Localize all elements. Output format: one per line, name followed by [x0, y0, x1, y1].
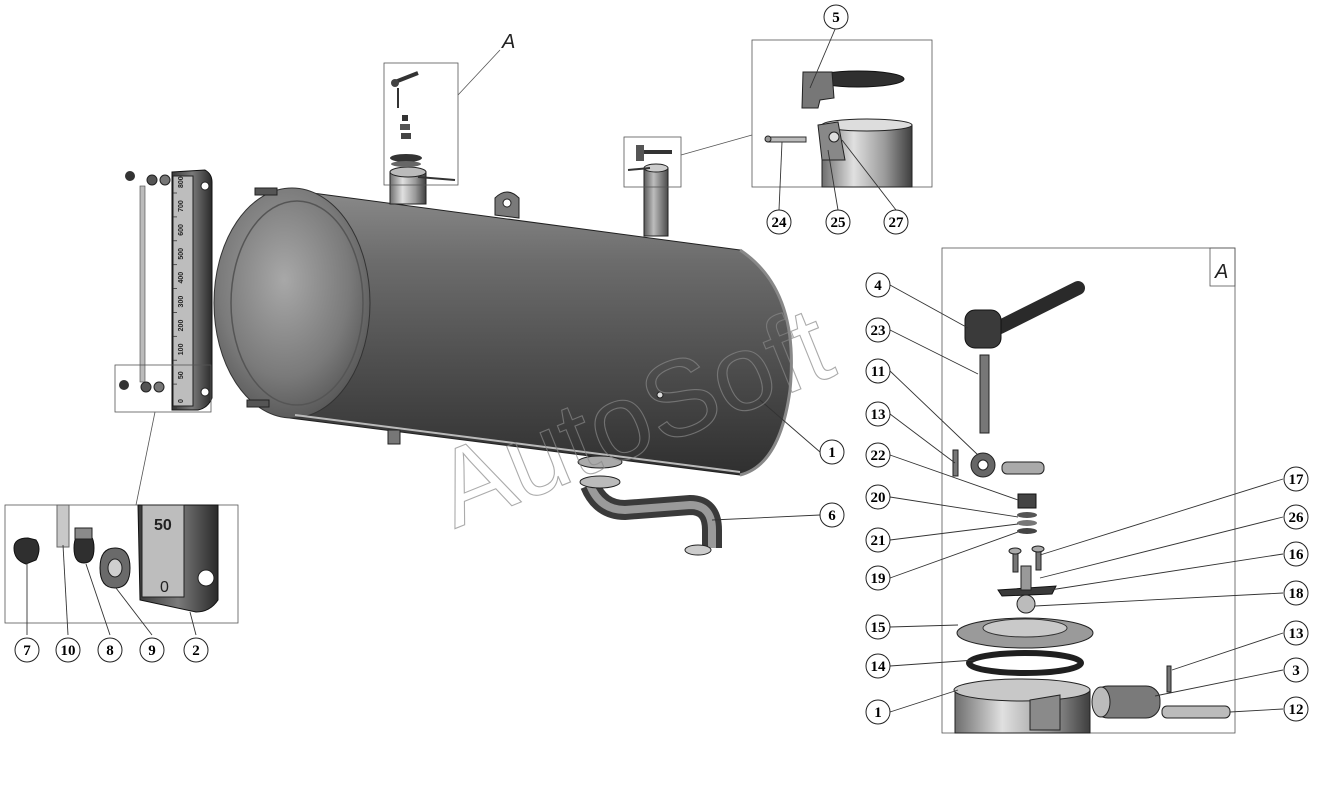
gauge-scale-label: 200 — [178, 320, 185, 332]
callout-22-label: 22 — [871, 448, 886, 464]
callout-2: 2 — [183, 637, 209, 663]
callout-6: 6 — [819, 502, 845, 528]
callout-4: 4 — [865, 272, 891, 298]
callout-1-detail: 1 — [865, 699, 891, 725]
outlet-pipe — [579, 475, 722, 556]
callout-23-label: 23 — [871, 323, 886, 339]
gauge-scale-label: 400 — [178, 272, 185, 284]
callout-13a: 13 — [865, 401, 891, 427]
callout-5: 5 — [823, 4, 849, 30]
gauge-scale-label: 100 — [178, 343, 185, 355]
callout-17-label: 17 — [1289, 472, 1305, 488]
callout-12-label: 12 — [1289, 702, 1304, 718]
callout-26-label: 26 — [1289, 510, 1305, 526]
callout-27: 27 — [883, 209, 909, 235]
view-letter-detail: A — [1214, 261, 1228, 283]
gauge-scale-label: 600 — [178, 224, 185, 236]
callout-14-label: 14 — [871, 659, 887, 675]
detail-a-box: A — [941, 247, 1236, 734]
callout-1-tank: 1 — [819, 439, 845, 465]
gauge-scale-label: 700 — [178, 200, 185, 212]
callout-19-label: 19 — [871, 571, 886, 587]
callout-21-label: 21 — [871, 533, 886, 549]
callout-5-label: 5 — [832, 10, 840, 26]
callout-24: 24 — [766, 209, 792, 235]
callout-25-label: 25 — [831, 215, 846, 231]
gauge-scale-label: 300 — [178, 296, 185, 308]
callout-11-label: 11 — [871, 364, 885, 380]
callout-19: 19 — [865, 565, 891, 591]
callout-1-tank-label: 1 — [828, 445, 836, 461]
gauge-scale-label: 0 — [178, 399, 185, 403]
callout-7: 7 — [14, 637, 40, 663]
callout-2-label: 2 — [192, 643, 200, 659]
callout-16-label: 16 — [1289, 547, 1305, 563]
callout-24-label: 24 — [772, 215, 788, 231]
callout-10: 10 — [55, 637, 81, 663]
callout-16: 16 — [1283, 541, 1309, 567]
callout-15: 15 — [865, 614, 891, 640]
callout-6-label: 6 — [828, 508, 836, 524]
callout-20: 20 — [865, 484, 891, 510]
view-letter-tank: A — [501, 31, 515, 53]
callout-12: 12 — [1283, 696, 1309, 722]
callout-8-label: 8 — [106, 643, 114, 659]
gauge-scale-label: 500 — [178, 248, 185, 260]
callout-13b: 13 — [1283, 620, 1309, 646]
callout-25: 25 — [825, 209, 851, 235]
callout-11: 11 — [865, 358, 891, 384]
gauge-detail-scale-0: 0 — [160, 579, 169, 596]
callout-3-label: 3 — [1292, 663, 1300, 679]
callout-21: 21 — [865, 527, 891, 553]
callout-14: 14 — [865, 653, 891, 679]
callout-15-label: 15 — [871, 620, 886, 636]
callout-9-label: 9 — [148, 643, 156, 659]
gauge-scale-label: 50 — [178, 371, 185, 379]
gauge-detail-box: 50 0 — [4, 364, 239, 624]
gauge-scale-label: 800 — [178, 176, 185, 188]
callout-20-label: 20 — [871, 490, 886, 506]
tank-assembly — [213, 163, 793, 477]
callout-9: 9 — [139, 637, 165, 663]
callout-1-detail-label: 1 — [874, 705, 882, 721]
callout-3: 3 — [1283, 657, 1309, 683]
callout-13a-label: 13 — [871, 407, 886, 423]
callout-8: 8 — [97, 637, 123, 663]
vent-detail-box — [751, 26, 933, 211]
callout-26: 26 — [1283, 504, 1309, 530]
leader-lines — [26, 284, 1284, 713]
callout-17: 17 — [1283, 466, 1309, 492]
callout-13b-label: 13 — [1289, 626, 1304, 642]
vent-small-box — [623, 134, 753, 188]
callout-22: 22 — [865, 442, 891, 468]
filler-cap-small-box: A — [383, 31, 515, 186]
callout-18: 18 — [1283, 580, 1309, 606]
callout-7-label: 7 — [23, 643, 31, 659]
callout-4-label: 4 — [874, 278, 882, 294]
callout-18-label: 18 — [1289, 586, 1304, 602]
callout-10-label: 10 — [61, 643, 76, 659]
callouts: 5 24 25 27 1 6 7 10 8 9 2 4 23 11 13 22 … — [14, 4, 1309, 725]
gauge-detail-scale-50: 50 — [154, 517, 172, 534]
callout-23: 23 — [865, 317, 891, 343]
callout-27-label: 27 — [889, 215, 905, 231]
